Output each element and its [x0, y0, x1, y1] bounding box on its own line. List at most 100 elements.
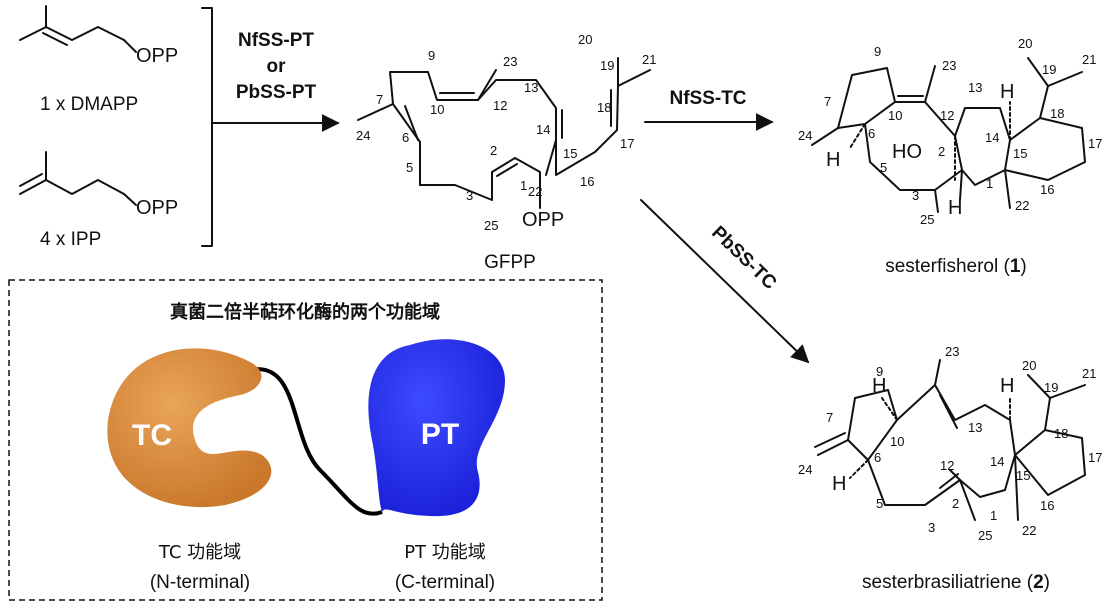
- p2-h-10: H: [872, 375, 886, 397]
- gfpp-num-21: 21: [642, 52, 656, 67]
- p2-num-12: 12: [940, 458, 954, 473]
- p1-num-5: 5: [880, 160, 887, 175]
- tc-domain-subcaption: (N-terminal): [150, 572, 250, 593]
- p1-num-14: 14: [985, 130, 999, 145]
- gfpp-num-6: 6: [402, 130, 409, 145]
- gfpp-num-3: 3: [466, 188, 473, 203]
- gfpp-num-24: 24: [356, 128, 370, 143]
- gfpp-num-23: 23: [503, 54, 517, 69]
- gfpp-name: GFPP: [484, 252, 536, 273]
- gfpp-num-22: 22: [528, 184, 542, 199]
- p2-num-5: 5: [876, 496, 883, 511]
- p2-num-21: 21: [1082, 366, 1096, 381]
- gfpp-num-9: 9: [428, 48, 435, 63]
- p1-num-19: 19: [1042, 62, 1056, 77]
- p2-num-20: 20: [1022, 358, 1036, 373]
- p2-num-6: 6: [874, 450, 881, 465]
- gfpp-num-1: 1: [520, 178, 527, 193]
- p2-h-6: H: [832, 473, 846, 495]
- tc-domain-caption: TC 功能域: [158, 542, 241, 563]
- p1-num-13: 13: [968, 80, 982, 95]
- p1-ho: HO: [892, 141, 922, 163]
- p2-num-1: 1: [990, 508, 997, 523]
- tc-domain-shape: [107, 348, 272, 508]
- sesterfisherol-name: sesterfisherol (1): [885, 256, 1027, 277]
- domain-panel: [8, 279, 603, 601]
- p2-num-23: 23: [945, 344, 959, 359]
- p1-num-16: 16: [1040, 182, 1054, 197]
- pt-domain-shape: [368, 339, 505, 517]
- p2-num-15: 15: [1016, 468, 1030, 483]
- p1-num-3: 3: [912, 188, 919, 203]
- sesterbrasiliatriene-name: sesterbrasiliatriene (2): [862, 572, 1050, 593]
- p1-num-7: 7: [824, 94, 831, 109]
- p1-num-23: 23: [942, 58, 956, 73]
- p2-num-24: 24: [798, 462, 812, 477]
- p1-num-10: 10: [888, 108, 902, 123]
- p1-num-22: 22: [1015, 198, 1029, 213]
- p2-num-17: 17: [1088, 450, 1102, 465]
- p1-num-2: 2: [938, 144, 945, 159]
- arrow-pbss-tc: [640, 199, 810, 364]
- gfpp-num-19: 19: [600, 58, 614, 73]
- dmapp-structure: OPP 1 x DMAPP: [19, 5, 178, 115]
- enzyme-nfss-tc: NfSS-TC: [669, 88, 746, 109]
- gfpp-num-10: 10: [430, 102, 444, 117]
- p1-num-24: 24: [798, 128, 812, 143]
- p1-num-12: 12: [940, 108, 954, 123]
- domain-panel-title: 真菌二倍半萜环化酶的两个功能域: [170, 301, 440, 323]
- gfpp-num-15: 15: [563, 146, 577, 161]
- gfpp-opp-label: OPP: [522, 209, 564, 231]
- gfpp-num-17: 17: [620, 136, 634, 151]
- gfpp-num-14: 14: [536, 122, 550, 137]
- pt-domain-caption: PT 功能域: [404, 542, 486, 563]
- gfpp-num-5: 5: [406, 160, 413, 175]
- p2-num-2: 2: [952, 496, 959, 511]
- p1-num-17: 17: [1088, 136, 1102, 151]
- p2-num-18: 18: [1054, 426, 1068, 441]
- ipp-opp-label: OPP: [136, 197, 178, 219]
- p2-h-14: H: [1000, 375, 1014, 397]
- reactant-bracket: [201, 7, 213, 247]
- p2-num-25: 25: [978, 528, 992, 543]
- p1-num-6: 6: [868, 126, 875, 141]
- gfpp-num-7: 7: [376, 92, 383, 107]
- gfpp-num-16: 16: [580, 174, 594, 189]
- p2-num-14: 14: [990, 454, 1004, 469]
- p2-num-7: 7: [826, 410, 833, 425]
- p2-num-10: 10: [890, 434, 904, 449]
- p1-num-1: 1: [986, 176, 993, 191]
- p1-h-6: H: [826, 149, 840, 171]
- gfpp-structure: OPP GFPP 1 2 3 5 6 7 9 10 12 13 14 15 16…: [356, 32, 656, 273]
- linker: [249, 367, 383, 516]
- tc-domain-label: TC: [132, 419, 172, 452]
- gfpp-num-20: 20: [578, 32, 592, 47]
- pt-domain-subcaption: (C-terminal): [395, 572, 495, 593]
- sesterbrasiliatriene-structure: H H H 1 2 3 5 6 7 9 10 12 13 14 15 16 17…: [798, 344, 1102, 593]
- sesterfisherol-structure: H HO H H 1 2 3 5 6 7 9 10 12 13 14 15 16…: [798, 36, 1102, 277]
- p2-num-3: 3: [928, 520, 935, 535]
- p2-num-22: 22: [1022, 523, 1036, 538]
- ipp-structure: OPP 4 x IPP: [19, 151, 178, 250]
- p1-num-18: 18: [1050, 106, 1064, 121]
- p1-num-9: 9: [874, 44, 881, 59]
- enzyme-nfss-pt: NfSS-PT: [238, 30, 314, 51]
- pt-domain-label: PT: [421, 418, 459, 451]
- enzyme-pbss-tc: PbSS-TC: [707, 222, 780, 294]
- gfpp-num-18: 18: [597, 100, 611, 115]
- dmapp-opp-label: OPP: [136, 45, 178, 67]
- enzyme-pbss-pt: PbSS-PT: [236, 82, 317, 103]
- gfpp-num-25: 25: [484, 218, 498, 233]
- gfpp-num-13: 13: [524, 80, 538, 95]
- p1-h-2: H: [948, 197, 962, 219]
- p2-num-16: 16: [1040, 498, 1054, 513]
- gfpp-num-12: 12: [493, 98, 507, 113]
- p1-num-21: 21: [1082, 52, 1096, 67]
- p2-num-9: 9: [876, 364, 883, 379]
- or-label: or: [267, 56, 287, 77]
- p1-h-14: H: [1000, 81, 1014, 103]
- dmapp-label: 1 x DMAPP: [40, 94, 138, 115]
- gfpp-num-2: 2: [490, 143, 497, 158]
- p1-num-15: 15: [1013, 146, 1027, 161]
